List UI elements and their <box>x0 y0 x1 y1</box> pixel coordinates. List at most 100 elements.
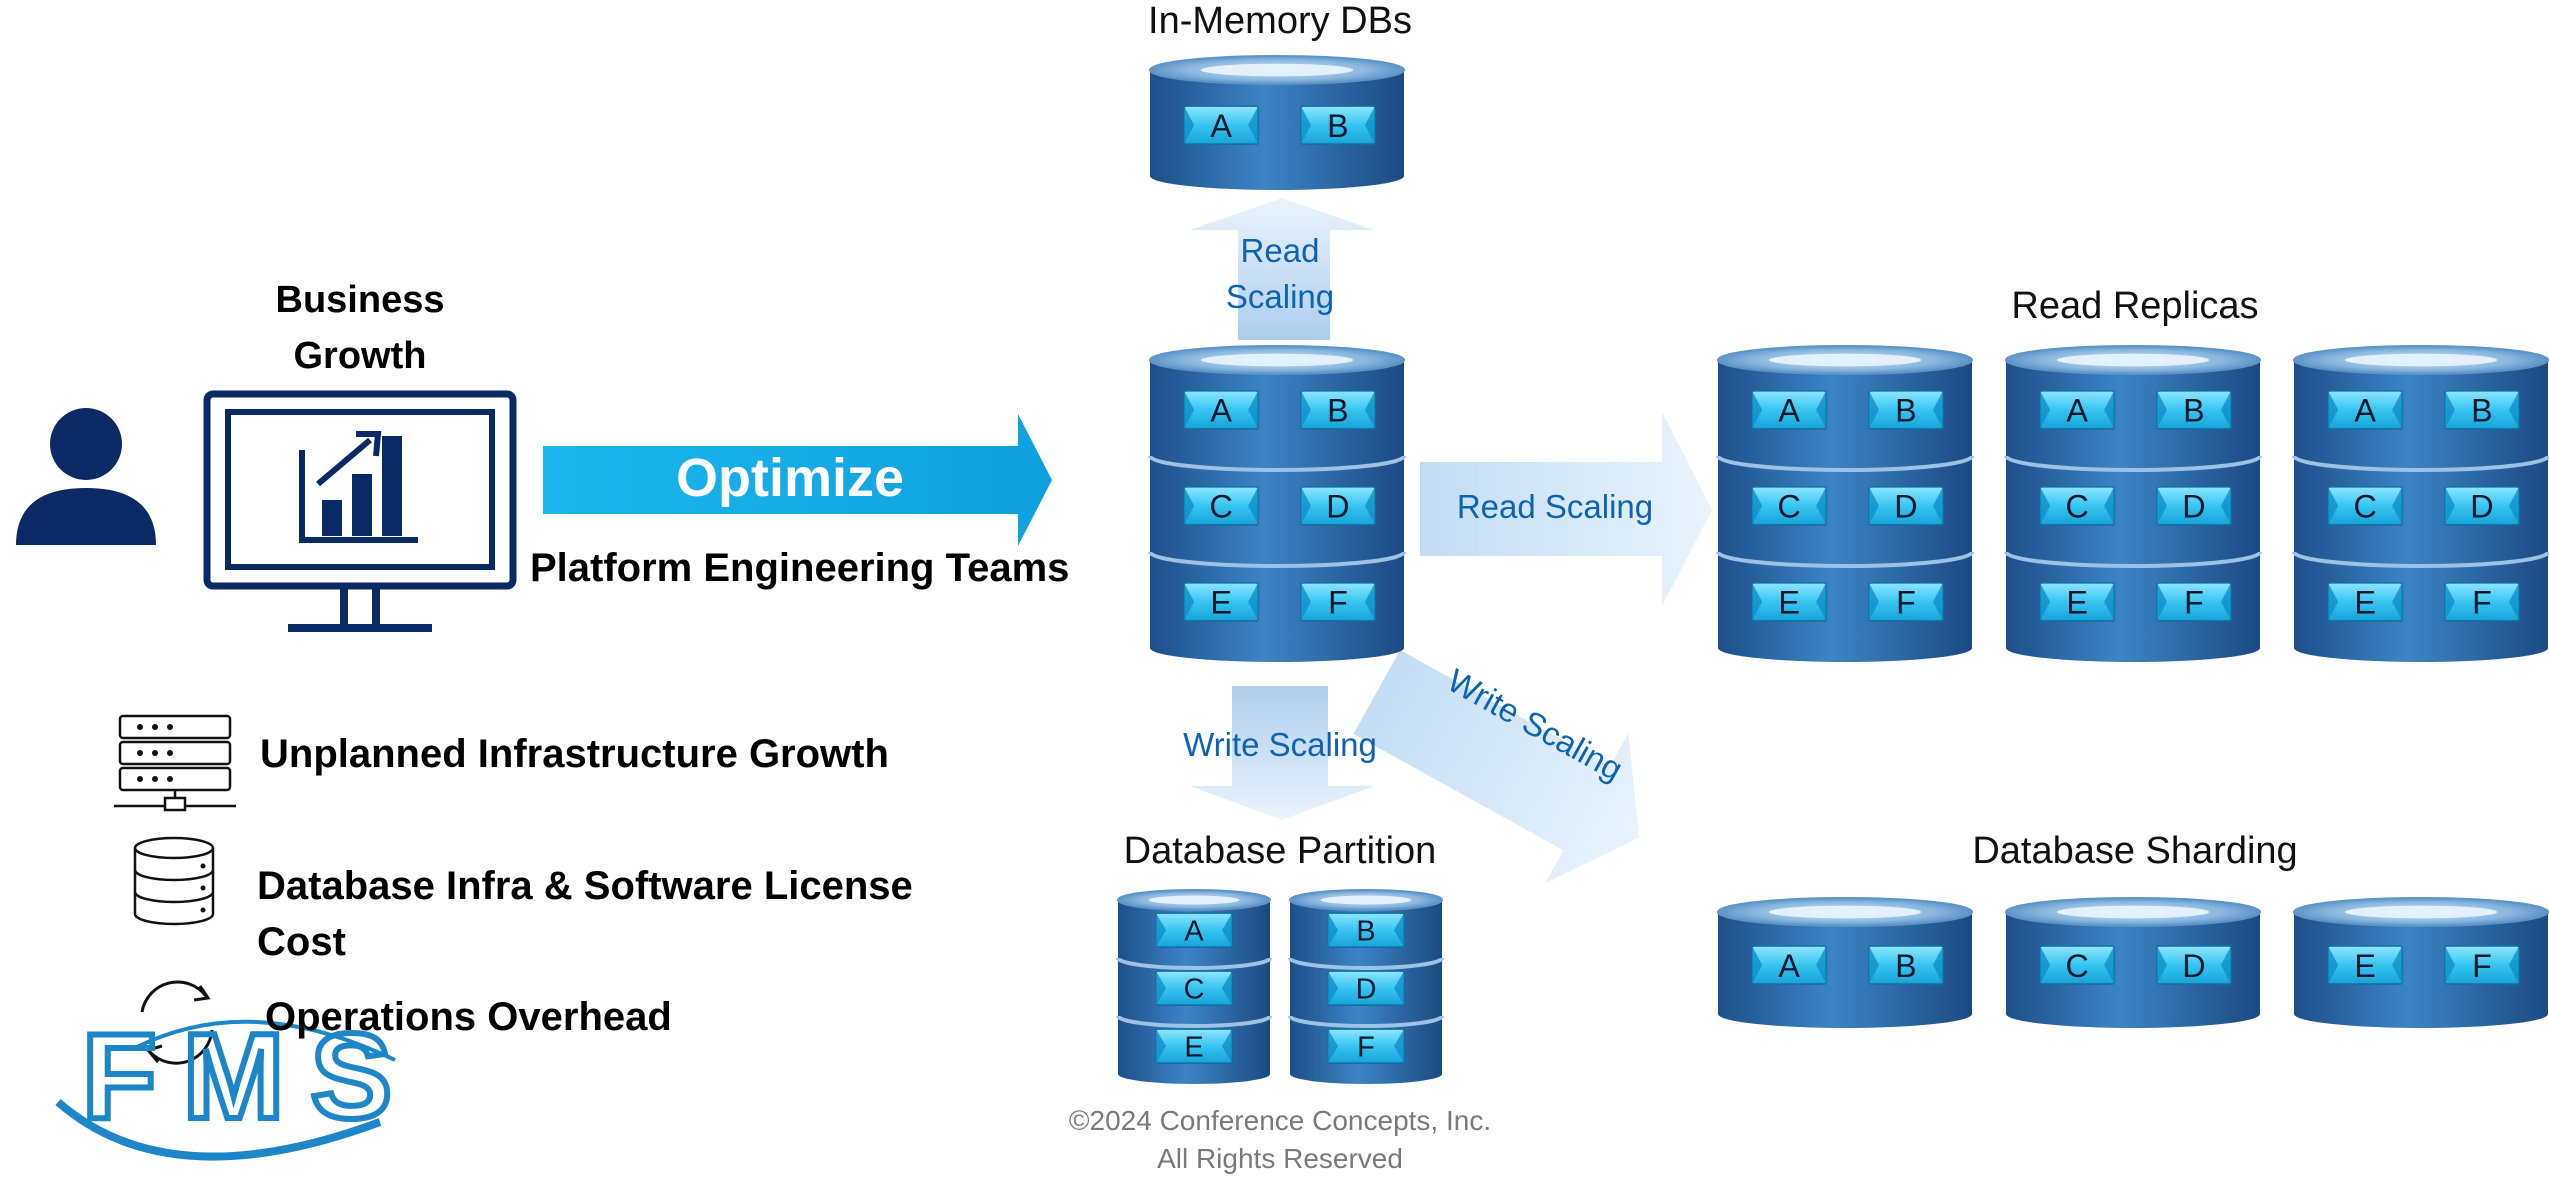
tile-left-flap <box>1184 582 1195 621</box>
tile-letter: C <box>2353 489 2376 525</box>
db-tile-E: E <box>1183 582 1259 622</box>
cycle-arc-top <box>140 980 208 1013</box>
db-tile-A: A <box>1751 945 1827 985</box>
tile-left-flap <box>1868 390 1879 429</box>
tile-left-flap <box>1752 582 1763 621</box>
read-scaling-up-line-1: Read <box>1240 232 1320 269</box>
cycle-arrowhead-bottom <box>145 1044 163 1063</box>
tile-left-flap <box>2444 582 2455 621</box>
tile-letter: E <box>1778 585 1800 621</box>
tile-right-flap <box>2508 390 2519 429</box>
db-tile-B: B <box>1300 390 1376 430</box>
server-led <box>152 776 158 782</box>
tile-letter: B <box>1327 108 1349 144</box>
tile-letter: D <box>2470 489 2493 525</box>
server-led <box>137 750 143 756</box>
cylinder-separator <box>2004 551 2262 568</box>
cylinder-top-highlight <box>1768 905 1922 919</box>
tile-left-flap <box>1300 582 1311 621</box>
in-memory-title: In-Memory DBs <box>1148 0 1412 42</box>
tile-left-flap <box>1752 486 1763 525</box>
person-icon <box>16 408 156 545</box>
read-scaling-right-label: Read Scaling <box>1456 488 1654 525</box>
tile-letter: E <box>2354 585 2376 621</box>
tile-right-flap <box>1932 582 1943 621</box>
person-body <box>16 488 156 545</box>
tile-left-flap <box>2444 946 2455 985</box>
bullet-unplanned-growth: Unplanned Infrastructure Growth <box>260 732 889 776</box>
tile-right-flap <box>1394 1029 1404 1064</box>
cylinder-separator <box>1116 957 1272 970</box>
cylinder-top-highlight <box>2056 353 2210 367</box>
write-scaling-down-label: Write Scaling <box>1183 726 1377 763</box>
tile-left-flap <box>2040 582 2051 621</box>
cylinder-body <box>2006 912 2260 1028</box>
db-tile-D: D <box>2444 486 2520 526</box>
cylinder-top-highlight <box>1200 353 1354 367</box>
server-led <box>167 776 173 782</box>
tile-letter: D <box>1326 489 1349 525</box>
server-led <box>137 724 143 730</box>
db-tile-F: F <box>1300 582 1376 622</box>
tile-left-flap <box>1328 971 1338 1006</box>
tile-right-flap <box>2392 486 2403 525</box>
read-scaling-up-arrow <box>1190 198 1374 340</box>
tile-left-flap <box>1156 913 1166 948</box>
db-icon-top <box>133 836 215 860</box>
cylinder-top-highlight <box>1148 895 1240 905</box>
tile-left-flap <box>1328 913 1338 948</box>
bullet-operations-overhead: Operations Overhead <box>265 995 672 1039</box>
tile-letter: E <box>2066 585 2088 621</box>
tile-right-flap <box>2104 486 2115 525</box>
db-tile-E: E <box>2327 945 2403 985</box>
fms-logo: FMS <box>55 1005 396 1161</box>
cylinder-separator <box>1288 957 1444 970</box>
tile-letter: D <box>1356 974 1377 1006</box>
tile-letter: C <box>2065 489 2088 525</box>
tile-letter: C <box>1209 489 1232 525</box>
db-tile-C: C <box>2327 486 2403 526</box>
tile-letter: A <box>1210 108 1232 144</box>
db-tile-A: A <box>1183 105 1259 145</box>
tile-letter: B <box>1356 916 1375 948</box>
database-icon <box>133 836 215 926</box>
fms-logo-swoosh-top <box>134 1019 396 1062</box>
tile-letter: A <box>1210 393 1232 429</box>
tile-left-flap <box>1300 390 1311 429</box>
server-led <box>167 750 173 756</box>
tile-letter: D <box>1894 489 1917 525</box>
tile-letter: B <box>1895 393 1917 429</box>
cylinder-top-highlight <box>1200 63 1354 77</box>
write-scaling-diagonal-arrow <box>1353 650 1640 884</box>
tile-left-flap <box>2444 486 2455 525</box>
cylinder-body <box>1718 912 1972 1028</box>
tile-letter: E <box>2354 948 2376 984</box>
cycle-arc-bottom <box>148 1029 214 1065</box>
cylinder-separator <box>2004 455 2262 472</box>
business-growth-line-2: Growth <box>293 335 427 377</box>
db-tile-F: F <box>1868 582 1944 622</box>
person-head <box>50 408 122 480</box>
db-tile-F: F <box>2156 582 2232 622</box>
tile-letter: A <box>1184 916 1204 948</box>
cylinder-separator <box>1716 551 1974 568</box>
bullet-license-cost-line-1: Database Infra & Software License <box>257 864 913 908</box>
db-tile-E: E <box>2039 582 2115 622</box>
cylinder-top-highlight <box>1768 353 1922 367</box>
db-icon-dot <box>200 863 206 869</box>
chart-bar-1 <box>322 500 342 536</box>
tile-left-flap <box>1184 390 1195 429</box>
tile-left-flap <box>2328 486 2339 525</box>
bullet-license-cost-line-2: Cost <box>257 920 346 964</box>
db-tile-E: E <box>1751 582 1827 622</box>
db-tile-A: A <box>1751 390 1827 430</box>
tile-letter: B <box>2183 393 2205 429</box>
tile-right-flap <box>2104 390 2115 429</box>
server-led <box>152 724 158 730</box>
tile-left-flap <box>1752 390 1763 429</box>
chart-bar-2 <box>352 474 372 536</box>
